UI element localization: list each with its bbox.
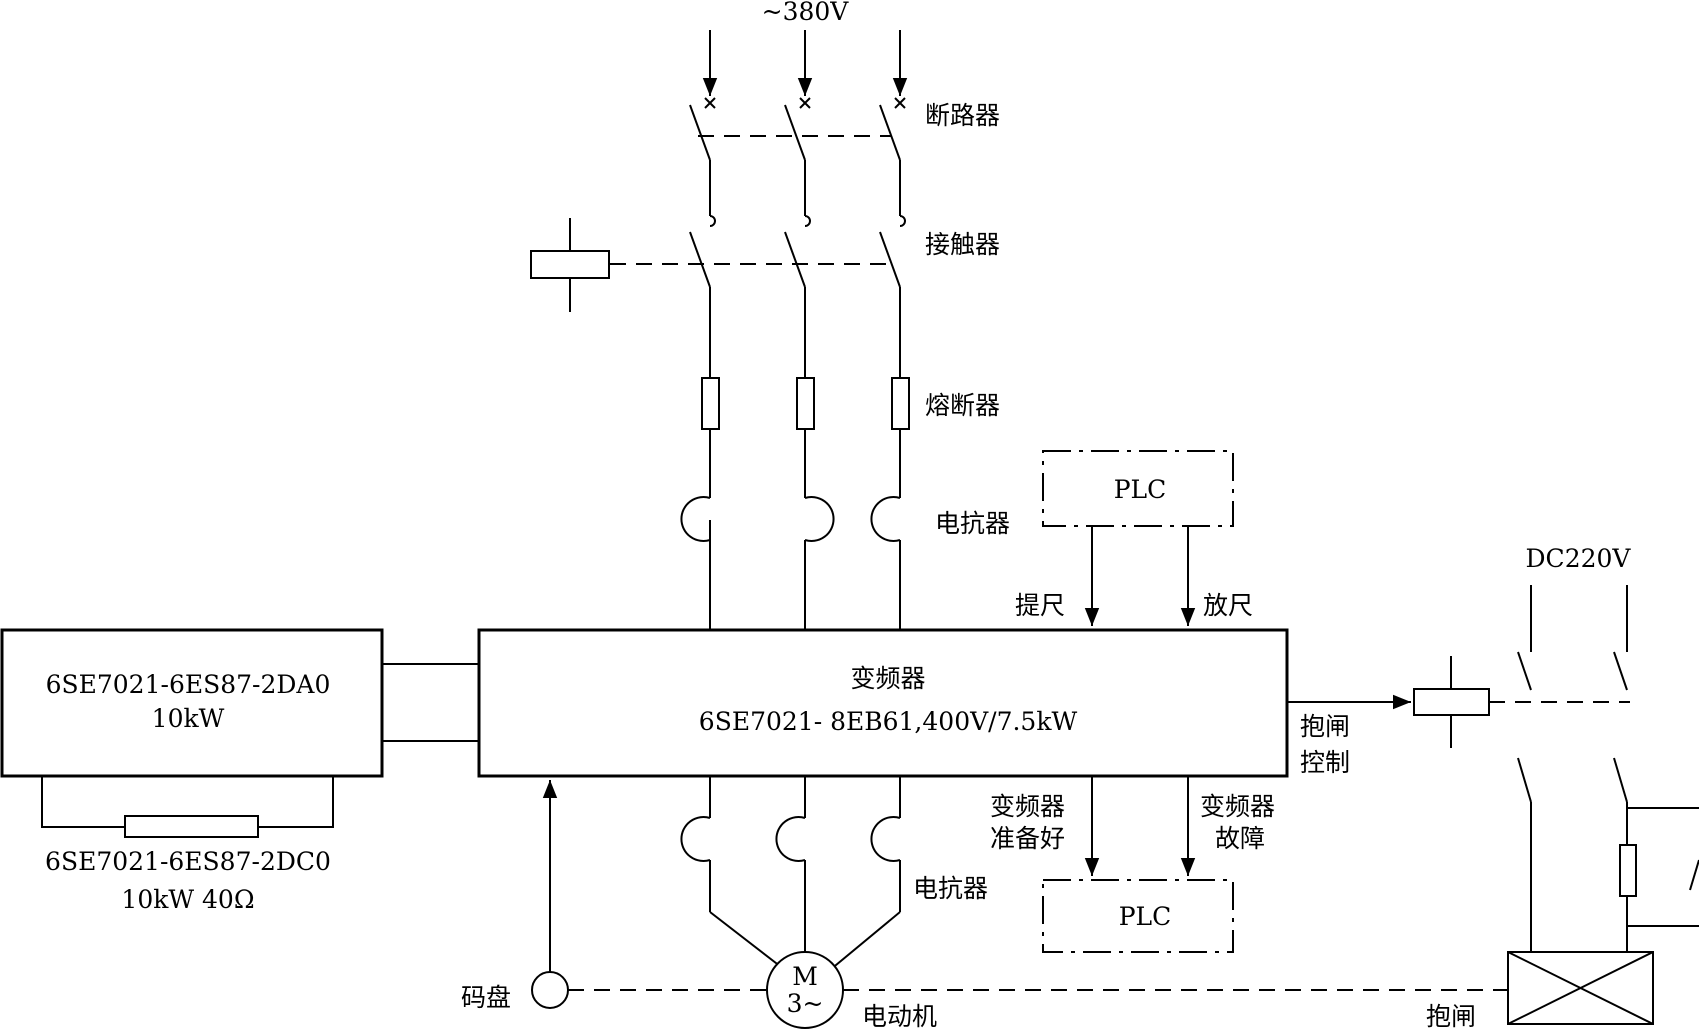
motor-phase: 3~ (787, 989, 824, 1018)
brake-coil (1507, 951, 1654, 1025)
lower-label: 放尺 (1203, 591, 1253, 620)
brake-relay (1413, 656, 1630, 748)
supply-label: ~380V (762, 0, 850, 26)
brake-unit-box (0, 628, 384, 778)
contactor-label: 接触器 (925, 230, 1000, 259)
fuse-label: 熔断器 (925, 391, 1000, 420)
brake-unit-model: 6SE7021-6ES87-2DA0 (46, 670, 331, 699)
ready-label-line1: 变频器 (990, 792, 1065, 821)
plc-bottom-box (1042, 879, 1234, 953)
hoist-label: 提尺 (1015, 591, 1065, 620)
plc-top-box (1042, 450, 1234, 527)
motor-label: 电动机 (862, 1002, 937, 1031)
output-reactors (680, 776, 901, 971)
three-phase-supply (702, 30, 908, 96)
brake-resistor-rating: 10kW 40Ω (121, 885, 254, 914)
contactor (530, 218, 901, 378)
dc-supply-label: DC220V (1526, 544, 1632, 573)
dc-brake-circuit (1517, 585, 1699, 952)
plc-top-label: PLC (1114, 475, 1167, 504)
brake-resistor-model: 6SE7021-6ES87-2DC0 (45, 847, 331, 876)
inverter-box (477, 628, 1289, 778)
motor-letter: M (792, 962, 818, 991)
ready-label-line2: 准备好 (990, 824, 1065, 853)
brake-control-line2: 控制 (1300, 748, 1350, 777)
breaker-label: 断路器 (925, 101, 1000, 130)
brake-resistor (41, 776, 334, 838)
reactor-top-label: 电抗器 (935, 509, 1010, 538)
encoder-label: 码盘 (461, 983, 511, 1012)
inverter-title: 变频器 (850, 664, 925, 693)
fault-label-line2: 故障 (1215, 824, 1265, 853)
plc-bottom-label: PLC (1119, 902, 1172, 931)
brake-label: 抱闸 (1426, 1002, 1476, 1031)
inverter-model: 6SE7021- 8EB61,400V/7.5kW (699, 707, 1078, 736)
brake-unit-rating: 10kW (152, 704, 225, 733)
fault-label-line1: 变频器 (1200, 792, 1275, 821)
input-reactors (680, 496, 901, 630)
brake-control-line1: 抱闸 (1300, 712, 1350, 741)
encoder-symbol (531, 971, 569, 1009)
circuit-breaker (689, 97, 906, 227)
reactor-bottom-label: 电抗器 (913, 874, 988, 903)
fuses (701, 377, 910, 498)
